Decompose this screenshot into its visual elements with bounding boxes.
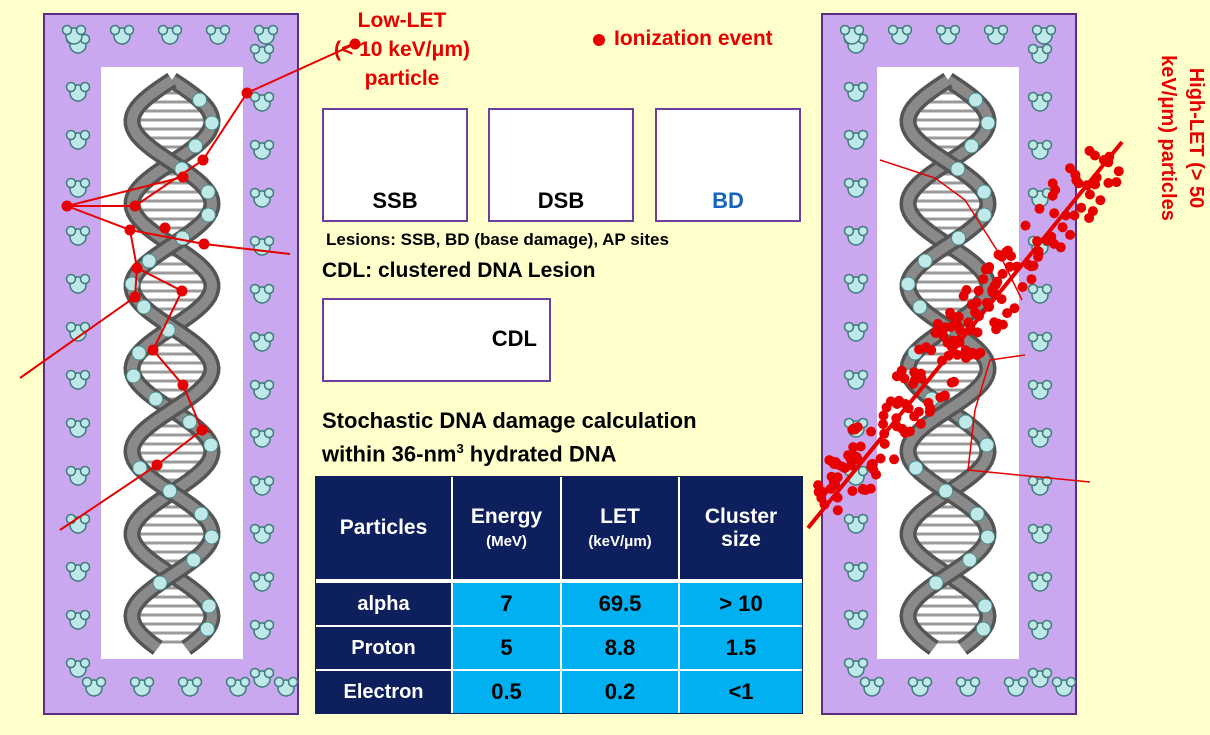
cdl-label: CDL [491, 326, 537, 351]
ssb-box: SSB [322, 108, 468, 222]
bd-label: BD [712, 188, 744, 213]
table-row: Electron 0.5 0.2 <1 [316, 669, 802, 713]
calc-title-line2: within 36-nm3 hydrated DNA [322, 441, 617, 467]
left-dna-helix [123, 72, 221, 655]
table-row: Proton 5 8.8 1.5 [316, 625, 802, 669]
low-let-label: Low-LET (< 10 keV/μm) particle [334, 9, 470, 90]
high-let-label: High-LET (> 50 keV/μm) particles [1157, 55, 1207, 221]
dsb-box: DSB [488, 108, 634, 222]
left-water-molecules [61, 24, 299, 697]
ionization-legend-dot [593, 34, 605, 46]
low-let-track [19, 38, 361, 531]
cdl-caption: CDL: clustered DNA Lesion [322, 259, 596, 282]
table-row: alpha 7 69.5 > 10 [316, 581, 802, 625]
high-let-track [806, 140, 1124, 530]
lesions-caption: Lesions: SSB, BD (base damage), AP sites [326, 230, 669, 249]
dsb-label: DSB [537, 188, 585, 213]
ionization-legend-label: Ionization event [614, 27, 773, 50]
header-let: LET(keV/μm) [562, 477, 680, 581]
right-dna-helix [899, 72, 997, 655]
header-energy: Energy(MeV) [453, 477, 562, 581]
cdl-box: CDL [322, 298, 551, 382]
ssb-label: SSB [372, 188, 418, 213]
calc-title: Stochastic DNA damage calculation within… [322, 407, 697, 468]
header-particles: Particles [316, 477, 453, 581]
calc-title-line1: Stochastic DNA damage calculation [322, 408, 697, 433]
bd-box: BD [655, 108, 801, 222]
particle-table: Particles Energy(MeV) LET(keV/μm) Cluste… [315, 476, 803, 714]
